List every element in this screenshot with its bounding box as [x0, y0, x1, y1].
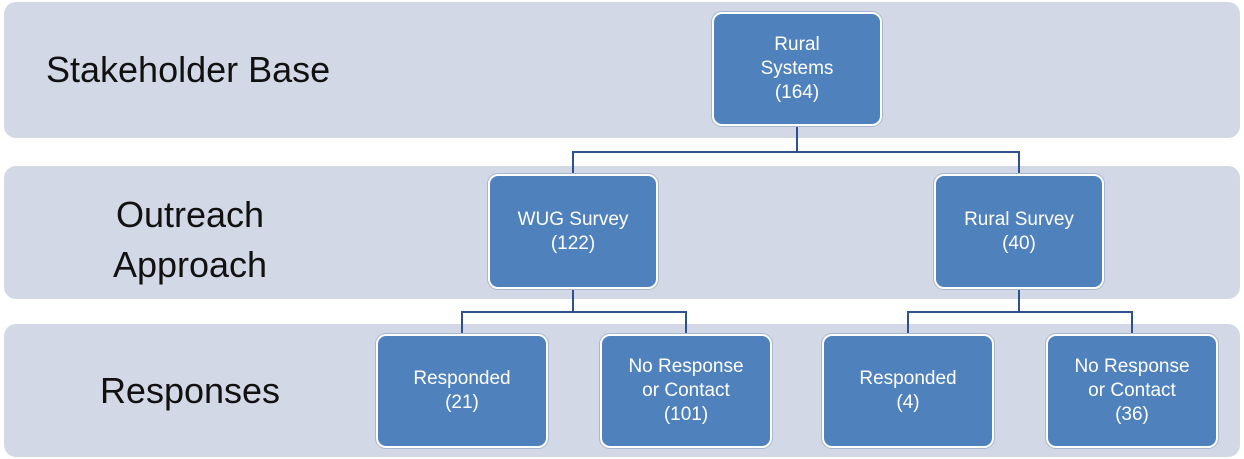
row-label-outreach-approach: Outreach Approach — [112, 194, 268, 285]
node-rural-no-response: No Response or Contact (36) — [1046, 334, 1218, 448]
node-rural-responded: Responded (4) — [822, 334, 994, 448]
node-wug-survey: WUG Survey (122) — [488, 174, 658, 289]
stakeholder-base-band — [4, 2, 1240, 138]
node-rural-survey: Rural Survey (40) — [934, 174, 1104, 289]
row-label-responses: Responses — [99, 370, 281, 411]
node-wug-no-response: No Response or Contact (101) — [600, 334, 772, 448]
node-wug-responded: Responded (21) — [376, 334, 548, 448]
row-label-stakeholder-base: Stakeholder Base — [46, 49, 331, 90]
node-rural-systems: Rural Systems (164) — [712, 12, 882, 126]
